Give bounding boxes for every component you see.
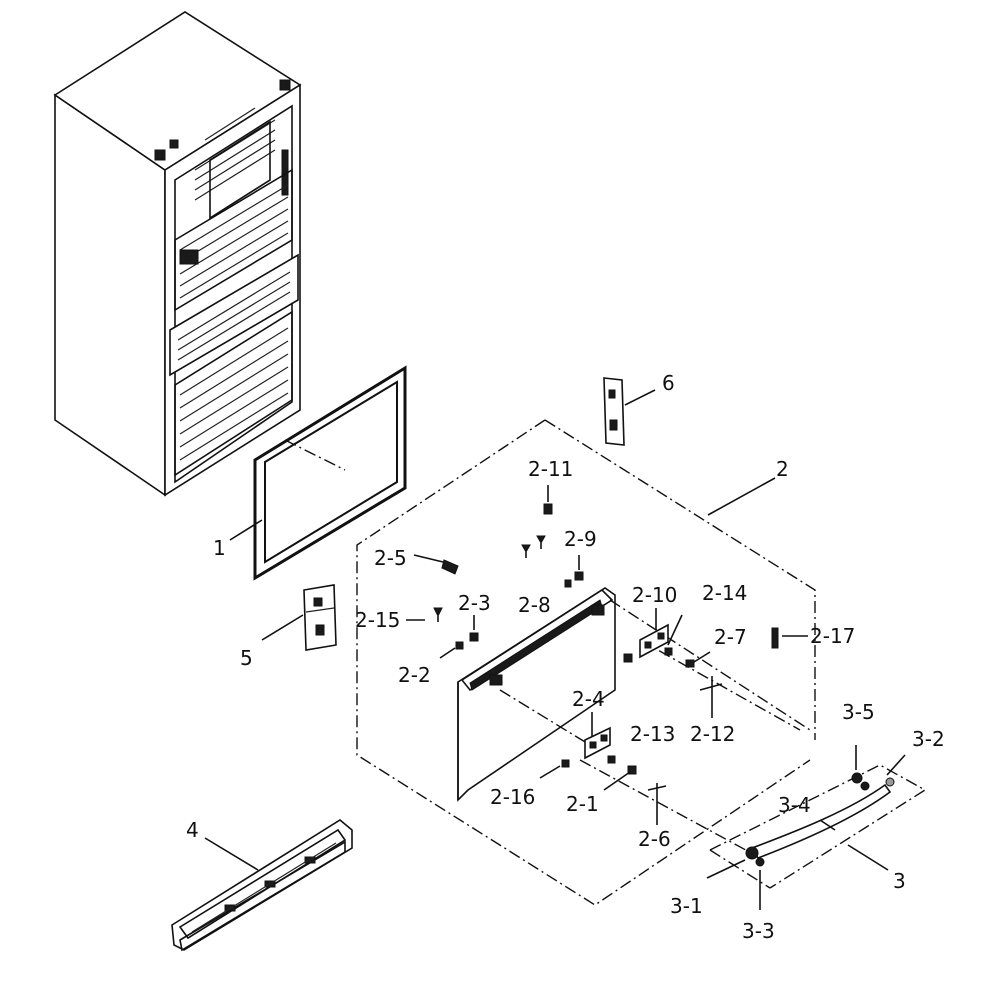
label-3-3: 3-3 (742, 919, 775, 943)
label-2-14: 2-14 (702, 581, 747, 605)
drawer-front-panel (457, 587, 616, 802)
hinge-bracket-left (261, 584, 337, 651)
label-2-8: 2-8 (518, 593, 551, 617)
label-2-17: 2-17 (810, 624, 855, 648)
label-2-9: 2-9 (564, 527, 597, 551)
label-2-2: 2-2 (398, 663, 431, 687)
label-3-2: 3-2 (912, 727, 945, 751)
drawer-cover-shelf (171, 819, 353, 952)
label-2-1: 2-1 (566, 792, 599, 816)
label-3: 3 (893, 869, 906, 893)
callout-labels: 1 2 3 4 5 6 2-1 2-2 2-3 2-4 2-5 2-6 2-7 … (186, 371, 945, 943)
label-2-11: 2-11 (528, 457, 573, 481)
label-3-4: 3-4 (778, 793, 811, 817)
hardware-parts (406, 485, 808, 825)
label-2-12: 2-12 (690, 722, 735, 746)
label-2-10: 2-10 (632, 583, 677, 607)
label-3-1: 3-1 (670, 894, 703, 918)
label-2-15: 2-15 (355, 608, 400, 632)
handle-assembly (706, 745, 927, 910)
label-6: 6 (662, 371, 675, 395)
door-gasket (229, 365, 407, 581)
refrigerator-cabinet (53, 11, 302, 497)
drawer-assembly-outline (356, 419, 816, 906)
label-2-13: 2-13 (630, 722, 675, 746)
label-5: 5 (240, 646, 253, 670)
label-4: 4 (186, 818, 199, 842)
label-2-4: 2-4 (572, 687, 605, 711)
hinge-bracket-right (603, 377, 656, 446)
label-2: 2 (776, 457, 789, 481)
label-2-6: 2-6 (638, 827, 671, 851)
label-3-5: 3-5 (842, 700, 875, 724)
label-2-3: 2-3 (458, 591, 491, 615)
label-2-7: 2-7 (714, 625, 747, 649)
label-2-16: 2-16 (490, 785, 535, 809)
label-1: 1 (213, 536, 226, 560)
label-2-5: 2-5 (374, 546, 407, 570)
